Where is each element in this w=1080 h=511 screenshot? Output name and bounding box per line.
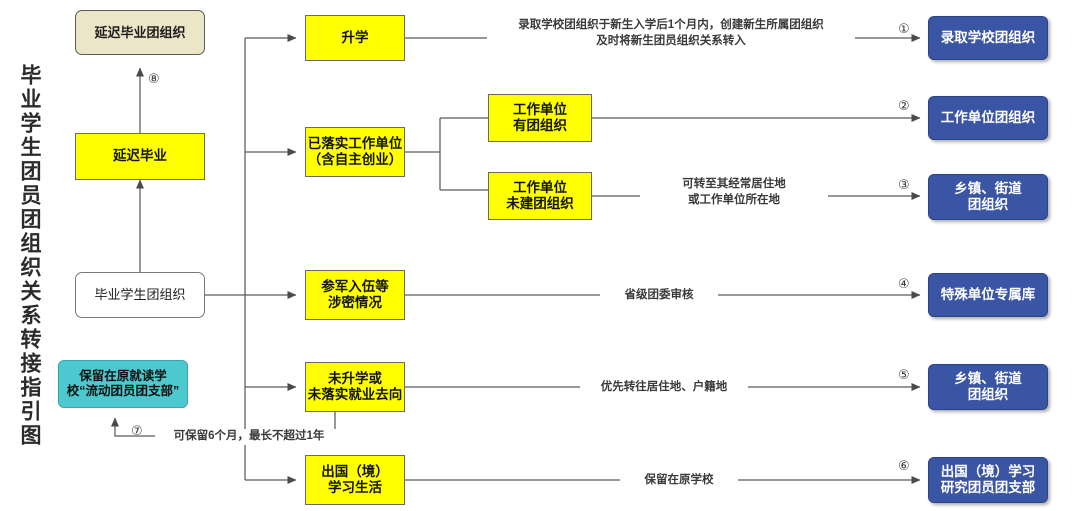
node-further-study[interactable]: 升学 bbox=[305, 15, 405, 61]
marker-6: ⑥ bbox=[898, 459, 910, 474]
node-delayed-graduation-org[interactable]: 延迟毕业团组织 bbox=[75, 10, 205, 55]
marker-2: ② bbox=[898, 99, 910, 114]
marker-5: ⑤ bbox=[898, 368, 910, 383]
node-employed[interactable]: 已落实工作单位 （含自主创业） bbox=[305, 127, 405, 177]
dest-admitting-school-org[interactable]: 录取学校团组织 bbox=[928, 16, 1048, 60]
node-retain-at-school[interactable]: 保留在原就读学 校“流动团员团支部” bbox=[58, 360, 188, 408]
dest-township-org-5[interactable]: 乡镇、街道 团组织 bbox=[928, 364, 1048, 410]
dest-township-org-3[interactable]: 乡镇、街道 团组织 bbox=[928, 174, 1048, 220]
edge-label-4: 省级团委审核 bbox=[600, 288, 718, 304]
marker-8: ⑧ bbox=[148, 72, 160, 87]
node-military-service[interactable]: 参军入伍等 涉密情况 bbox=[305, 270, 405, 320]
node-work-unit-has-org[interactable]: 工作单位 有团组织 bbox=[488, 94, 592, 142]
edge-label-6: 保留在原学校 bbox=[620, 473, 738, 489]
edge-label-3: 可转至其经常居住地 或工作单位所在地 bbox=[640, 177, 828, 209]
node-study-abroad[interactable]: 出国（境） 学习生活 bbox=[305, 455, 405, 505]
marker-4: ④ bbox=[898, 277, 910, 292]
dest-abroad-branch[interactable]: 出国（境）学习 研究团员团支部 bbox=[928, 457, 1048, 503]
edge-label-1: 录取学校团组织于新生入学后1个月内，创建新生所属团组织 及时将新生团员组织关系转… bbox=[487, 18, 855, 50]
edge-label-7: 可保留6个月，最长不超过1年 bbox=[155, 429, 343, 445]
node-graduating-student-org[interactable]: 毕业学生团组织 bbox=[75, 272, 205, 318]
node-not-employed[interactable]: 未升学或 未落实就业去向 bbox=[305, 362, 405, 412]
page-title: 毕业学生团员团组织关系转接指引图 bbox=[18, 64, 41, 448]
marker-7: ⑦ bbox=[131, 424, 143, 439]
node-work-unit-no-org[interactable]: 工作单位 未建团组织 bbox=[488, 172, 592, 220]
dest-work-unit-org[interactable]: 工作单位团组织 bbox=[928, 96, 1048, 140]
marker-1: ① bbox=[898, 22, 910, 37]
edge-label-5: 优先转往居住地、户籍地 bbox=[580, 380, 748, 396]
marker-3: ③ bbox=[898, 178, 910, 193]
node-delayed-graduation[interactable]: 延迟毕业 bbox=[75, 133, 205, 180]
dest-special-unit-pool[interactable]: 特殊单位专属库 bbox=[928, 273, 1048, 317]
